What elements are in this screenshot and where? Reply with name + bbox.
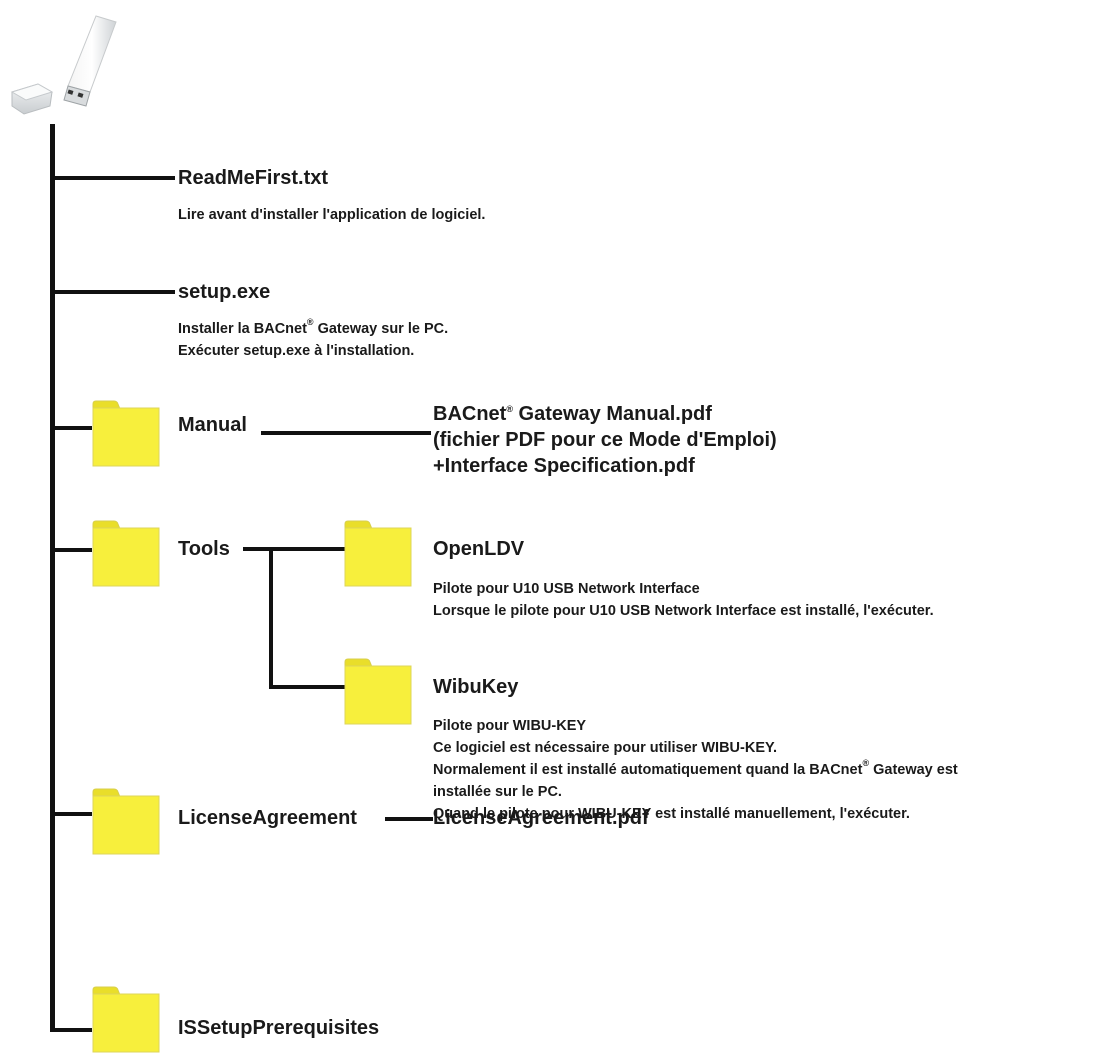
license-connector — [385, 817, 433, 821]
folder-icon-license — [92, 788, 160, 855]
branch-prereq — [50, 1028, 92, 1032]
tools-connector — [243, 547, 345, 551]
manual-file-line3: +Interface Specification.pdf — [433, 455, 695, 477]
branch-tools — [50, 548, 92, 552]
branch-setup — [50, 290, 175, 294]
branch-manual — [50, 426, 92, 430]
license-file: LicenseAgreement.pdf — [433, 807, 649, 829]
folder-icon-wibukey — [344, 658, 412, 725]
prereq-folder-label: ISSetupPrerequisites — [178, 1017, 380, 1039]
readme-description: Lire avant d'installer l'application de … — [178, 207, 486, 223]
folder-icon-openldv — [344, 520, 412, 587]
openldv-description-line2: Lorsque le pilote pour U10 USB Network I… — [433, 603, 934, 619]
wibukey-description-line2: Ce logiciel est nécessaire pour utiliser… — [433, 740, 778, 756]
setup-filename: setup.exe — [178, 281, 271, 303]
wibukey-folder-label: WibuKey — [433, 676, 519, 698]
folder-icon-manual — [92, 400, 160, 467]
wibukey-description-line1: Pilote pour WIBU-KEY — [433, 718, 587, 734]
wibukey-description-line4: installée sur le PC. — [433, 784, 562, 800]
manual-folder-label: Manual — [178, 414, 247, 436]
usb-drive-icon — [10, 15, 117, 115]
wibukey-description-line5: Quand le pilote pour WIBU-KEY est instal… — [433, 806, 910, 822]
folder-icon-prereq — [92, 986, 160, 1053]
readme-filename: ReadMeFirst.txt — [178, 167, 329, 189]
branch-readme — [50, 176, 175, 180]
branch-license — [50, 812, 92, 816]
tools-vertical — [269, 547, 273, 689]
setup-description-line2: Exécuter setup.exe à l'installation. — [178, 343, 415, 359]
openldv-description-line1: Pilote pour U10 USB Network Interface — [433, 581, 700, 597]
tools-folder-label: Tools — [178, 538, 230, 560]
manual-file-line2: (fichier PDF pour ce Mode d'Emploi) — [433, 429, 777, 451]
folder-icon-tools — [92, 520, 160, 587]
wibukey-description-line3: Normalement il est installé automatiquem… — [433, 758, 958, 779]
tools-wibukey-connector — [269, 685, 345, 689]
tree-trunk — [50, 124, 55, 1032]
license-folder-label: LicenseAgreement — [178, 807, 357, 829]
setup-description-line1: Installer la BACnet® Gateway sur le PC. — [178, 317, 449, 338]
openldv-folder-label: OpenLDV — [433, 538, 525, 560]
manual-connector — [261, 431, 431, 435]
manual-file-line1: BACnet® Gateway Manual.pdf — [433, 403, 712, 425]
